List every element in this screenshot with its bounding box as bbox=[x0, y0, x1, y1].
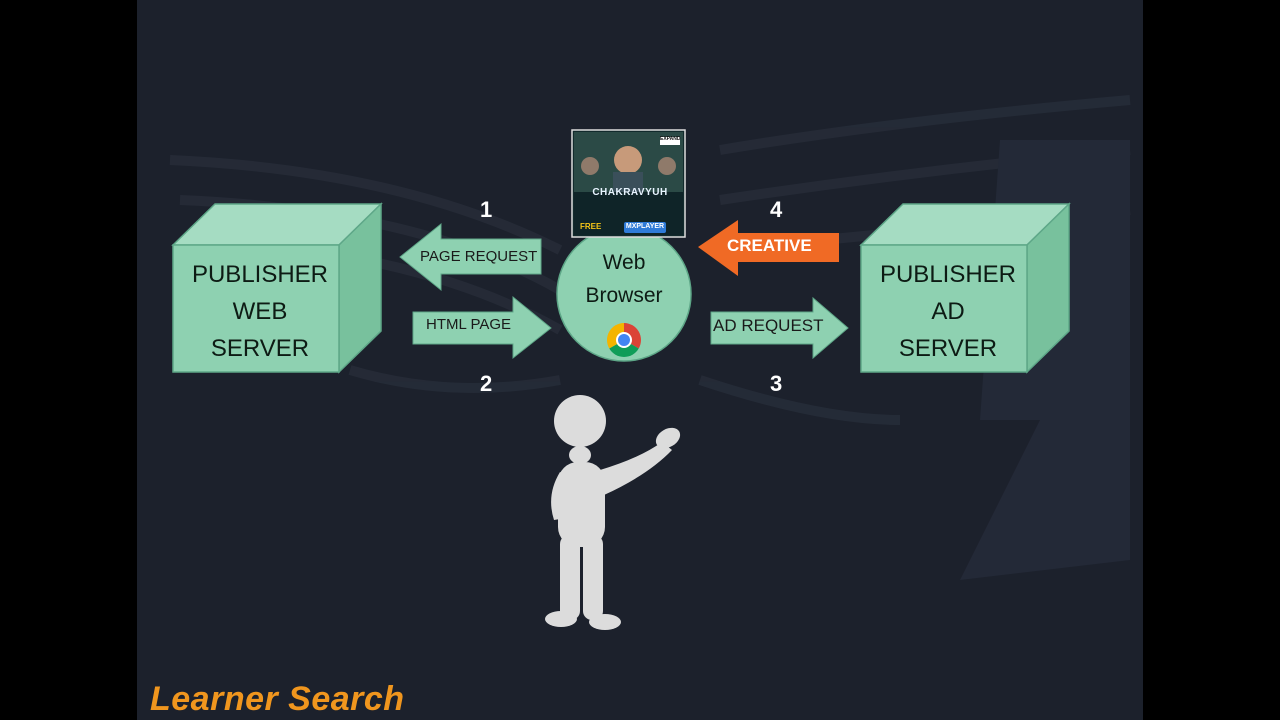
browser-line-2: Browser bbox=[585, 284, 663, 307]
poster-title: CHAKRAVYUH bbox=[592, 187, 668, 198]
web-server-line-1: PUBLISHER bbox=[191, 261, 329, 288]
step-1-number: 1 bbox=[480, 197, 493, 222]
poster-free: FREE bbox=[580, 222, 602, 231]
ad-server-line-2: AD bbox=[931, 298, 965, 325]
publisher-ad-server-label: PUBLISHER AD SERVER bbox=[868, 256, 1028, 367]
page-request-label: PAGE REQUEST bbox=[420, 248, 538, 265]
ad-poster bbox=[571, 129, 686, 238]
publisher-web-server-label: PUBLISHER WEB SERVER bbox=[180, 256, 340, 367]
web-browser-label: Web Browser bbox=[564, 246, 684, 312]
web-server-line-3: SERVER bbox=[210, 335, 310, 362]
creative-label: CREATIVE bbox=[727, 236, 812, 255]
ad-server-line-3: SERVER bbox=[898, 335, 998, 362]
ad-request-label: AD REQUEST bbox=[713, 316, 824, 335]
html-page-arrow bbox=[412, 295, 552, 360]
poster-badge: EXPAND bbox=[660, 136, 681, 142]
creative-arrow bbox=[698, 220, 839, 276]
chrome-icon bbox=[607, 323, 641, 357]
page-request-arrow bbox=[399, 222, 542, 292]
brand-watermark-text: Learner Search bbox=[150, 680, 405, 718]
step-3-number: 3 bbox=[770, 371, 783, 396]
html-page-label: HTML PAGE bbox=[426, 316, 512, 333]
ad-server-line-1: PUBLISHER bbox=[879, 261, 1017, 288]
publisher-web-server-box bbox=[171, 202, 383, 374]
ad-request-arrow bbox=[710, 296, 849, 360]
poster-player: MXPLAYER bbox=[625, 223, 665, 230]
publisher-ad-server-box bbox=[859, 202, 1071, 374]
browser-line-1: Web bbox=[602, 251, 646, 274]
step-4-number: 4 bbox=[770, 197, 783, 222]
presenter-figure bbox=[545, 395, 681, 630]
step-2-number: 2 bbox=[480, 371, 493, 396]
web-server-line-2: WEB bbox=[232, 298, 288, 325]
